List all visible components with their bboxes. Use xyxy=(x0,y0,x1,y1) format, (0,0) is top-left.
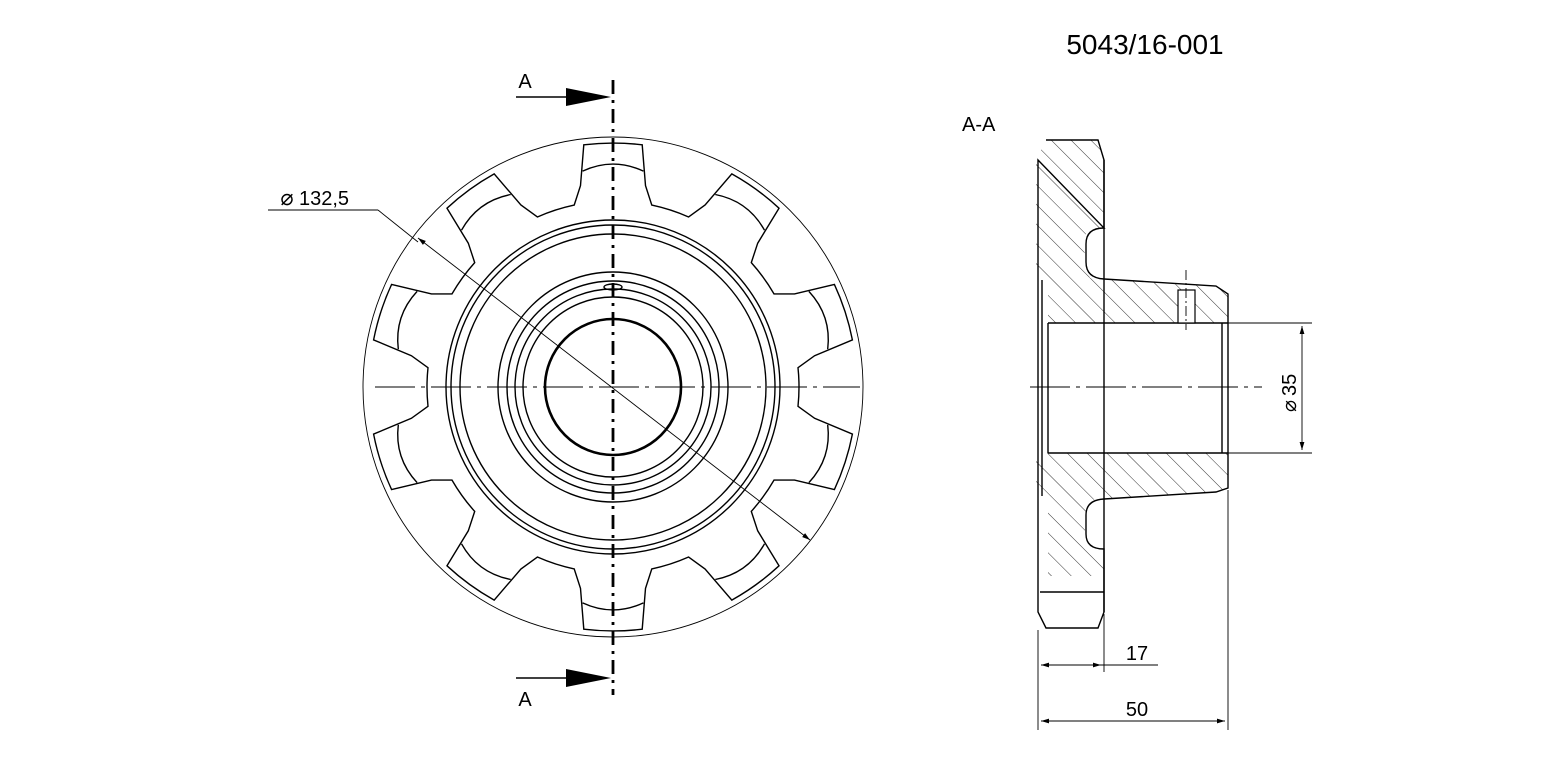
outer-diameter-value: 132,5 xyxy=(299,188,349,210)
tooth-tip-arc xyxy=(715,193,766,231)
section-label: A-A xyxy=(962,114,996,136)
bore-diameter-dimension: ⌀ 35 xyxy=(1228,322,1312,454)
tooth-tip-arcs xyxy=(397,163,829,611)
bore-diameter-value: 35 xyxy=(1279,374,1301,396)
section-marker-bottom: A xyxy=(518,689,532,711)
tooth-tip-arc xyxy=(397,290,418,350)
hub-width-dimension: 17 xyxy=(1037,614,1158,730)
tooth-tip-arc xyxy=(397,424,418,484)
tooth-tip-arc xyxy=(808,424,829,484)
tooth-tip-arc xyxy=(715,543,766,581)
part-number: 5043/16-001 xyxy=(1066,29,1223,60)
diameter-symbol-front: ⌀ xyxy=(280,185,293,210)
section-marker-top: A xyxy=(518,71,532,93)
tooth-tip-arc xyxy=(460,193,511,231)
hub-width-value: 17 xyxy=(1126,643,1148,665)
tooth-tip-arc xyxy=(808,290,829,350)
section-hatch-upper xyxy=(1036,140,1228,323)
total-width-value: 50 xyxy=(1126,699,1148,721)
total-width-dimension: 50 xyxy=(1041,490,1229,730)
sprocket-front-view: A A ⌀ 132,5 xyxy=(268,71,864,711)
set-screw-section xyxy=(1177,270,1196,330)
tooth-tip-arc xyxy=(460,543,511,581)
svg-text:⌀35: ⌀ 35 xyxy=(1279,374,1301,412)
diameter-symbol-section: ⌀ xyxy=(1279,400,1301,412)
section-arrow-top xyxy=(516,88,611,106)
tooth-tip-arc xyxy=(582,163,644,172)
section-hatch-lower xyxy=(1036,453,1228,576)
section-view: A-A ⌀ 35 xyxy=(962,114,1312,730)
section-arrow-bottom xyxy=(516,669,611,687)
outer-diameter-dimension: ⌀ 132,5 xyxy=(268,185,811,541)
